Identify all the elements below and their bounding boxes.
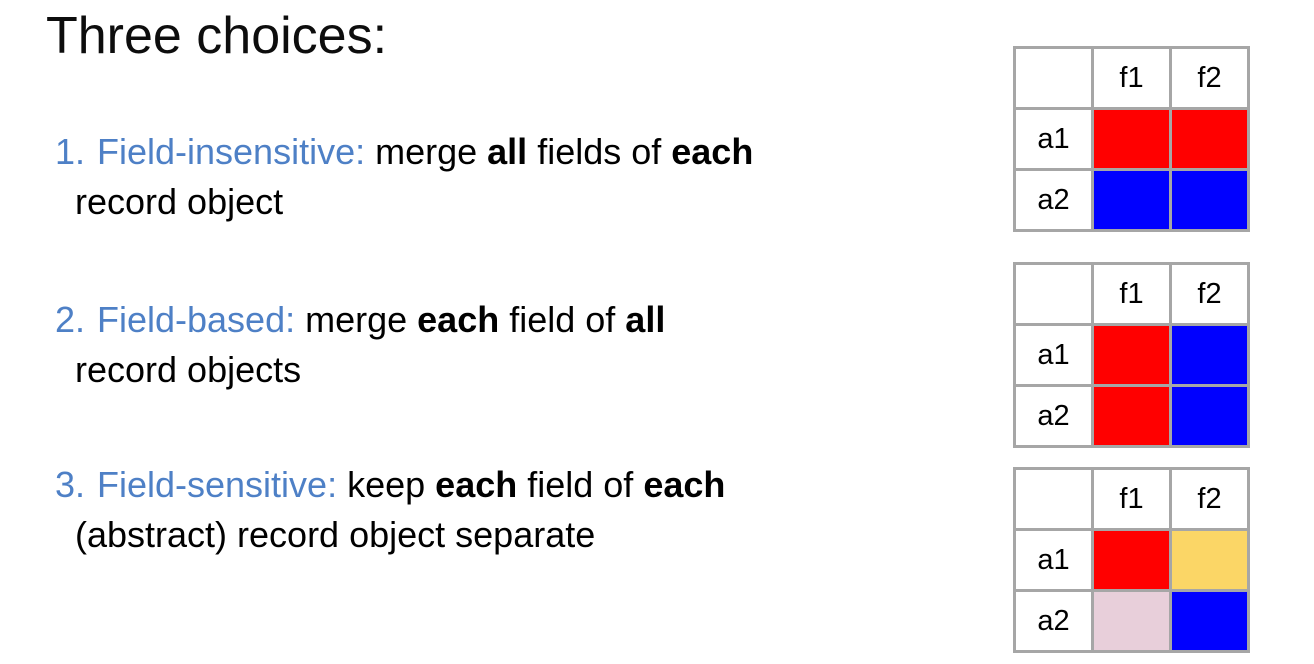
list-item-line2: (abstract) record object separate [75,514,596,555]
table-cell-colored [1094,326,1169,384]
table-row-label: a1 [1016,326,1091,384]
list-item-field-based: 2. Field-based: merge each field of all r… [55,295,965,395]
list-item-text-segment: each [435,464,518,505]
table-cell-colored [1172,531,1247,589]
list-item-text-segment: all [625,299,666,340]
table-cell-colored [1172,592,1247,650]
list-item-term: Field-based: [97,299,296,340]
table-cell-colored [1094,592,1169,650]
list-item-number: 1. [55,131,86,172]
table-header-cell [1016,265,1091,323]
table-header-cell: f2 [1172,49,1247,107]
list-item-line2: record object [75,181,284,222]
list-item-field-sensitive: 3. Field-sensitive: keep each field of ea… [55,460,965,560]
table-cell-colored [1094,531,1169,589]
table-row-label: a2 [1016,592,1091,650]
table-header-cell: f1 [1094,470,1169,528]
table-field-sensitive: f1 f2 a1 a2 [1013,467,1250,653]
table-header-cell [1016,49,1091,107]
page-title: Three choices: [46,7,388,65]
list-item-text-segment: all [487,131,528,172]
list-item-text-segment: each [643,464,726,505]
table-field-based: f1 f2 a1 a2 [1013,262,1250,448]
table-cell-colored [1172,171,1247,229]
list-item-line2: record objects [75,349,302,390]
list-item-text-segment: each [671,131,754,172]
table-cell-colored [1094,110,1169,168]
list-item-text-segment: each [417,299,500,340]
list-item-number: 3. [55,464,86,505]
table-header-cell: f2 [1172,265,1247,323]
list-item-number: 2. [55,299,86,340]
table-row-label: a1 [1016,110,1091,168]
table-field-insensitive: f1 f2 a1 a2 [1013,46,1250,232]
table-row-label: a2 [1016,387,1091,445]
table-cell-colored [1094,387,1169,445]
list-item-term: Field-sensitive: [97,464,338,505]
table-cell-colored [1172,326,1247,384]
list-item-text-segment: field of [499,299,626,340]
list-item-text-segment: merge [365,131,488,172]
table-cell-colored [1172,110,1247,168]
list-item-text-segment: field of [517,464,644,505]
table-header-cell: f1 [1094,265,1169,323]
table-header-cell: f2 [1172,470,1247,528]
list-item-text-segment: keep [337,464,436,505]
list-item-term: Field-insensitive: [97,131,366,172]
table-header-cell: f1 [1094,49,1169,107]
table-header-cell [1016,470,1091,528]
table-cell-colored [1172,387,1247,445]
table-cell-colored [1094,171,1169,229]
list-item-text-segment: merge [295,299,418,340]
table-row-label: a1 [1016,531,1091,589]
list-item-field-insensitive: 1. Field-insensitive: merge all fields of… [55,127,965,227]
table-row-label: a2 [1016,171,1091,229]
list-item-text-segment: fields of [527,131,672,172]
